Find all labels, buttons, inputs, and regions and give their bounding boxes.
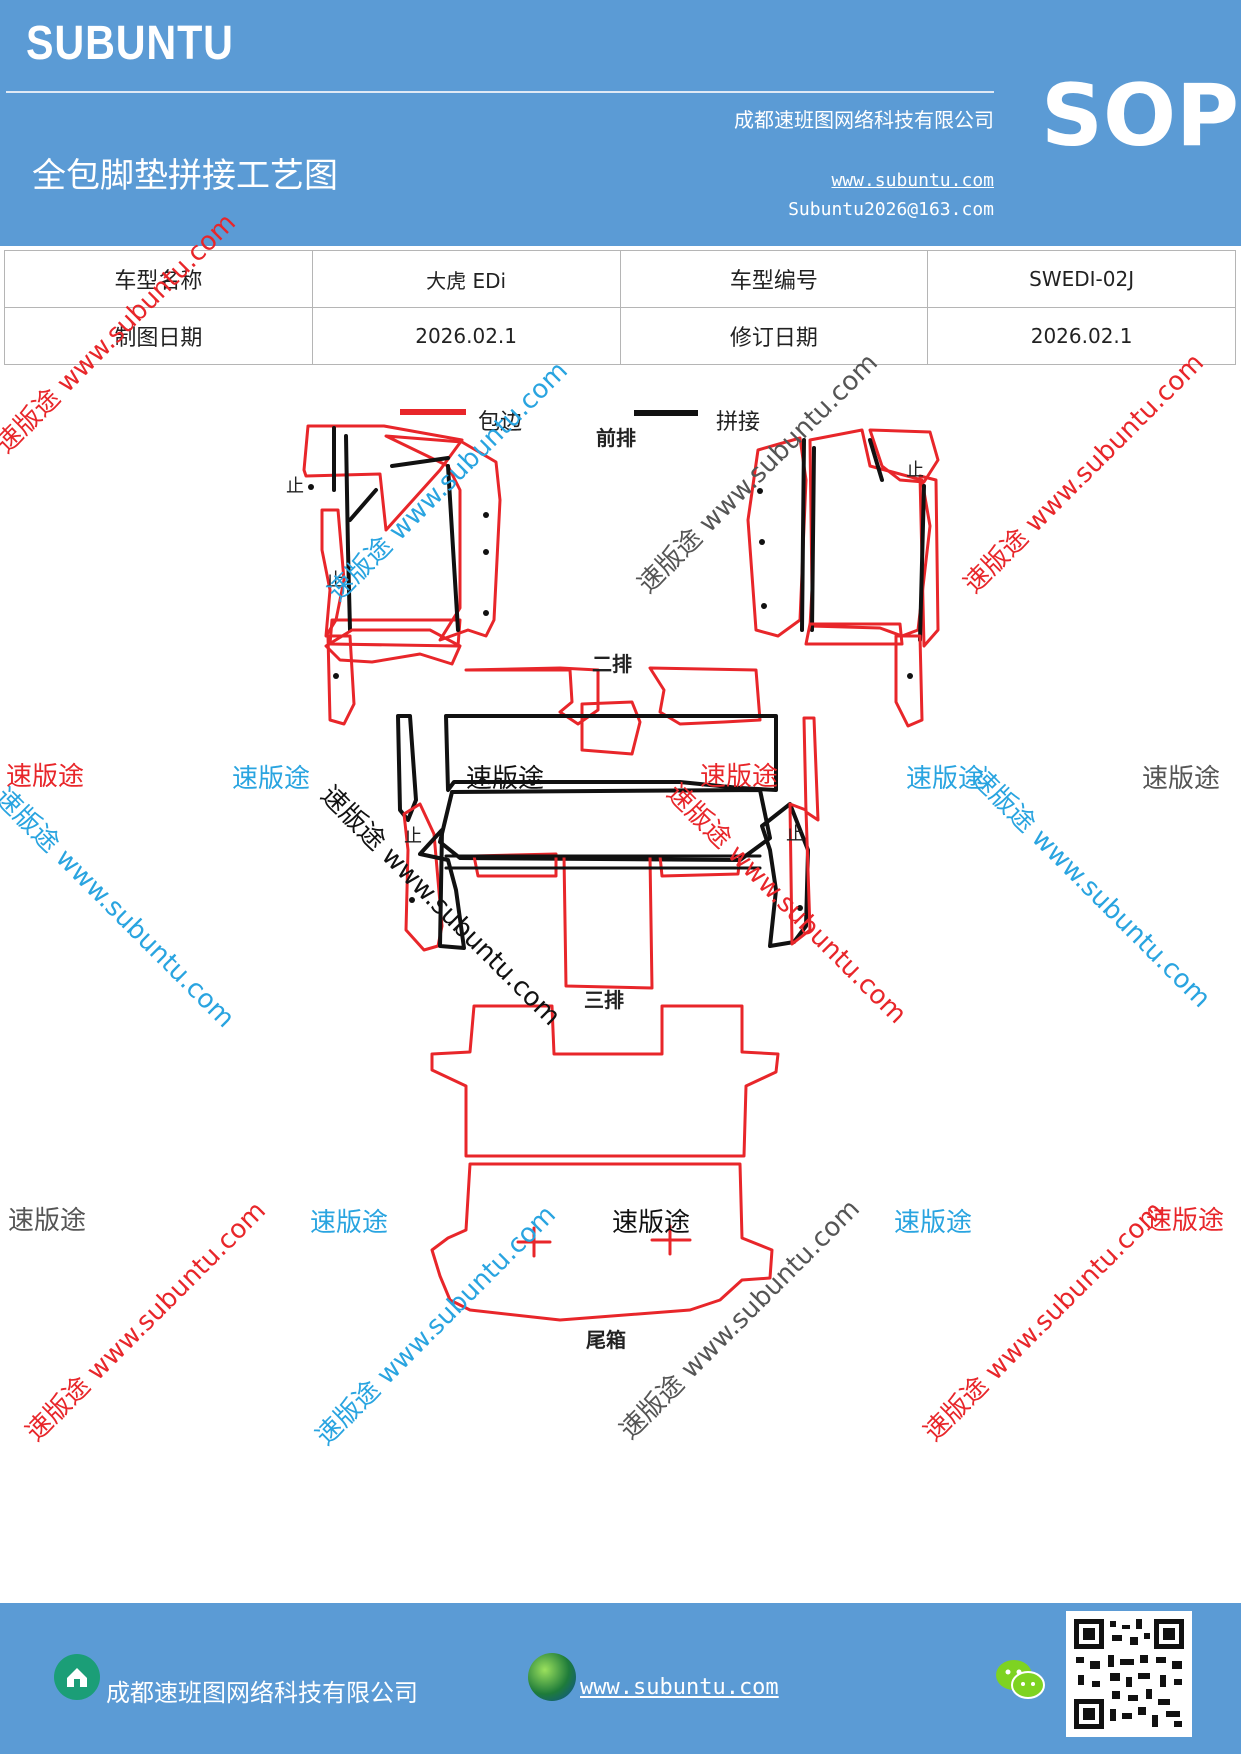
header-divider <box>6 91 994 93</box>
watermark: 速版途 <box>700 762 779 792</box>
header-company: 成都速班图网络科技有限公司 <box>734 108 994 132</box>
fastener-dots <box>308 484 913 911</box>
model-code-label: 车型编号 <box>619 250 929 308</box>
section-label-second: 二排 <box>592 652 632 676</box>
watermark: 速版途 <box>310 1208 389 1238</box>
sop-badge: SOP <box>1041 66 1240 166</box>
document-title: 全包脚垫拼接工艺图 <box>32 156 338 196</box>
right-side-strip <box>894 634 924 728</box>
third-row-mat <box>430 1004 780 1158</box>
stop-mark: 止 <box>786 824 804 845</box>
footer-url-link[interactable]: www.subuntu.com <box>580 1675 779 1700</box>
stop-mark: 止 <box>326 570 344 591</box>
watermark: 速版途 <box>1142 764 1221 794</box>
stop-mark: 止 <box>906 460 924 481</box>
legend-red-swatch <box>400 409 466 415</box>
second-row-mats <box>396 666 820 990</box>
house-icon <box>54 1654 100 1700</box>
drawing-date-label: 制图日期 <box>4 307 313 365</box>
qr-code <box>1066 1611 1192 1737</box>
watermark: 速版途 <box>6 762 85 792</box>
model-name-value: 大虎 EDi <box>311 250 621 308</box>
header-banner: SUBUNTU 成都速班图网络科技有限公司 全包脚垫拼接工艺图 www.subu… <box>0 0 1241 246</box>
watermark: 速版途 <box>466 764 545 794</box>
watermark: 速版途 <box>232 764 311 794</box>
footer-company: 成都速班图网络科技有限公司 <box>106 1679 418 1707</box>
legend-black-swatch <box>634 410 698 416</box>
trunk-mat <box>430 1162 774 1322</box>
brand-logo: SUBUNTU <box>26 17 234 70</box>
legend-black-label: 拼接 <box>716 410 761 435</box>
front-right-mat <box>746 428 940 648</box>
wechat-icon[interactable] <box>994 1657 1046 1701</box>
floor-mat-diagram: 前排 二排 三排 尾箱 止 止 止 止 止 速版途 速版途 速版途 速版途 速版… <box>0 208 1241 1600</box>
stop-mark: 止 <box>286 476 304 497</box>
globe-icon <box>528 1653 576 1701</box>
mat-pieces-svg <box>302 424 940 1322</box>
section-label-trunk: 尾箱 <box>586 1328 626 1352</box>
section-label-front: 前排 <box>596 426 636 450</box>
drawing-date-value: 2026.02.1 <box>311 307 621 365</box>
left-side-strip <box>326 634 356 726</box>
watermark: 速版途 <box>8 1206 87 1236</box>
section-label-third: 三排 <box>584 988 624 1012</box>
table-row: 制图日期 2026.02.1 修订日期 2026.02.1 <box>4 307 1236 365</box>
info-table: 车型名称 大虎 EDi 车型编号 SWEDI-02J 制图日期 2026.02.… <box>4 250 1236 365</box>
model-code-value: SWEDI-02J <box>927 250 1236 308</box>
watermark: 速版途 <box>906 764 985 794</box>
watermark: 速版途 <box>894 1208 973 1238</box>
stop-mark: 止 <box>404 826 422 847</box>
legend-red-label: 包边 <box>478 410 523 435</box>
watermark: 速版途 <box>612 1208 691 1238</box>
header-url-link[interactable]: www.subuntu.com <box>831 170 994 191</box>
footer-banner: 成都速班图网络科技有限公司 www.subuntu.com <box>0 1603 1241 1754</box>
model-name-label: 车型名称 <box>4 250 313 308</box>
header-email[interactable]: Subuntu2026@163.com <box>788 199 994 220</box>
revision-date-label: 修订日期 <box>619 307 929 365</box>
revision-date-value: 2026.02.1 <box>927 307 1236 365</box>
front-left-mat <box>302 424 502 666</box>
watermark: 速版途 <box>1146 1206 1225 1236</box>
